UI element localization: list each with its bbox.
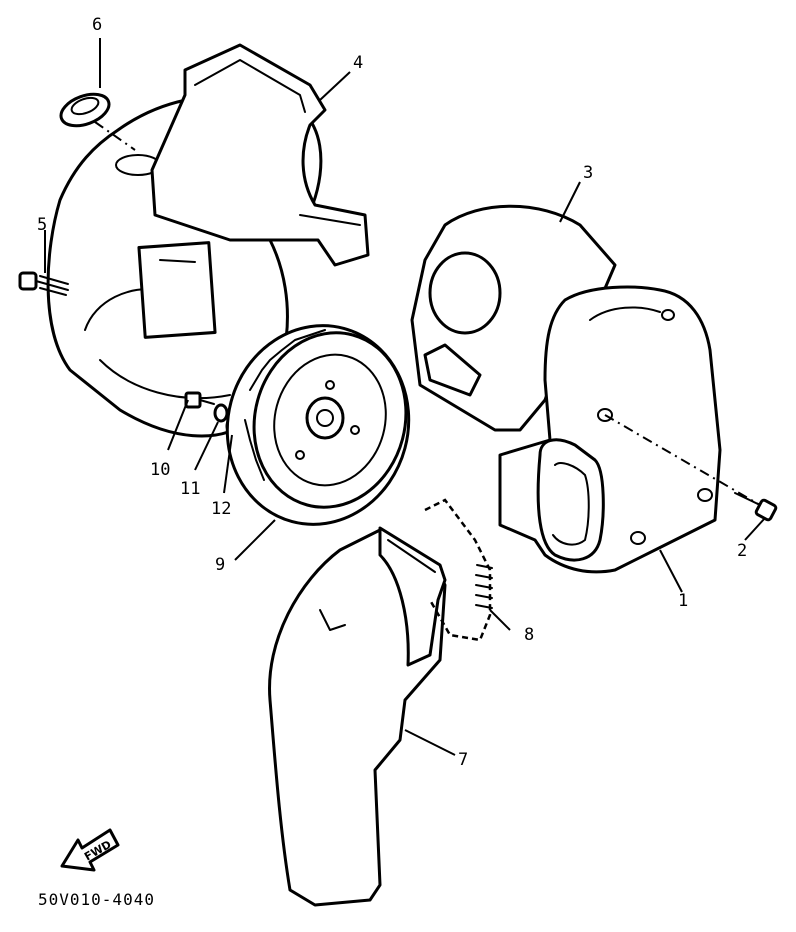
air-duct-7 — [268, 526, 447, 907]
callout-3: 3 — [583, 163, 593, 183]
bolt-2 — [734, 492, 778, 522]
callout-11: 11 — [180, 479, 200, 499]
callout-6: 6 — [92, 15, 102, 35]
callout-8: 8 — [524, 625, 534, 645]
cooling-fan-9 — [225, 324, 411, 526]
callout-9: 9 — [215, 555, 225, 575]
leader-lines — [44, 38, 766, 756]
callout-7: 7 — [458, 750, 468, 770]
callout-4: 4 — [353, 53, 363, 73]
air-shroud-3 — [410, 204, 617, 432]
washer-11 — [213, 403, 229, 423]
cover-1 — [498, 285, 722, 574]
diagram-code: 50V010-4040 — [38, 890, 155, 909]
callout-12: 12 — [211, 499, 231, 519]
gasket-8 — [424, 498, 493, 642]
fwd-arrow-icon: FWD — [60, 828, 120, 872]
callout-1: 1 — [678, 591, 688, 611]
callout-5: 5 — [37, 215, 47, 235]
cap-6 — [59, 92, 136, 151]
callout-10: 10 — [150, 460, 170, 480]
callout-2: 2 — [737, 541, 747, 561]
bolt-5 — [18, 271, 69, 296]
bolt-10 — [184, 391, 215, 409]
cover-plate — [137, 43, 370, 339]
